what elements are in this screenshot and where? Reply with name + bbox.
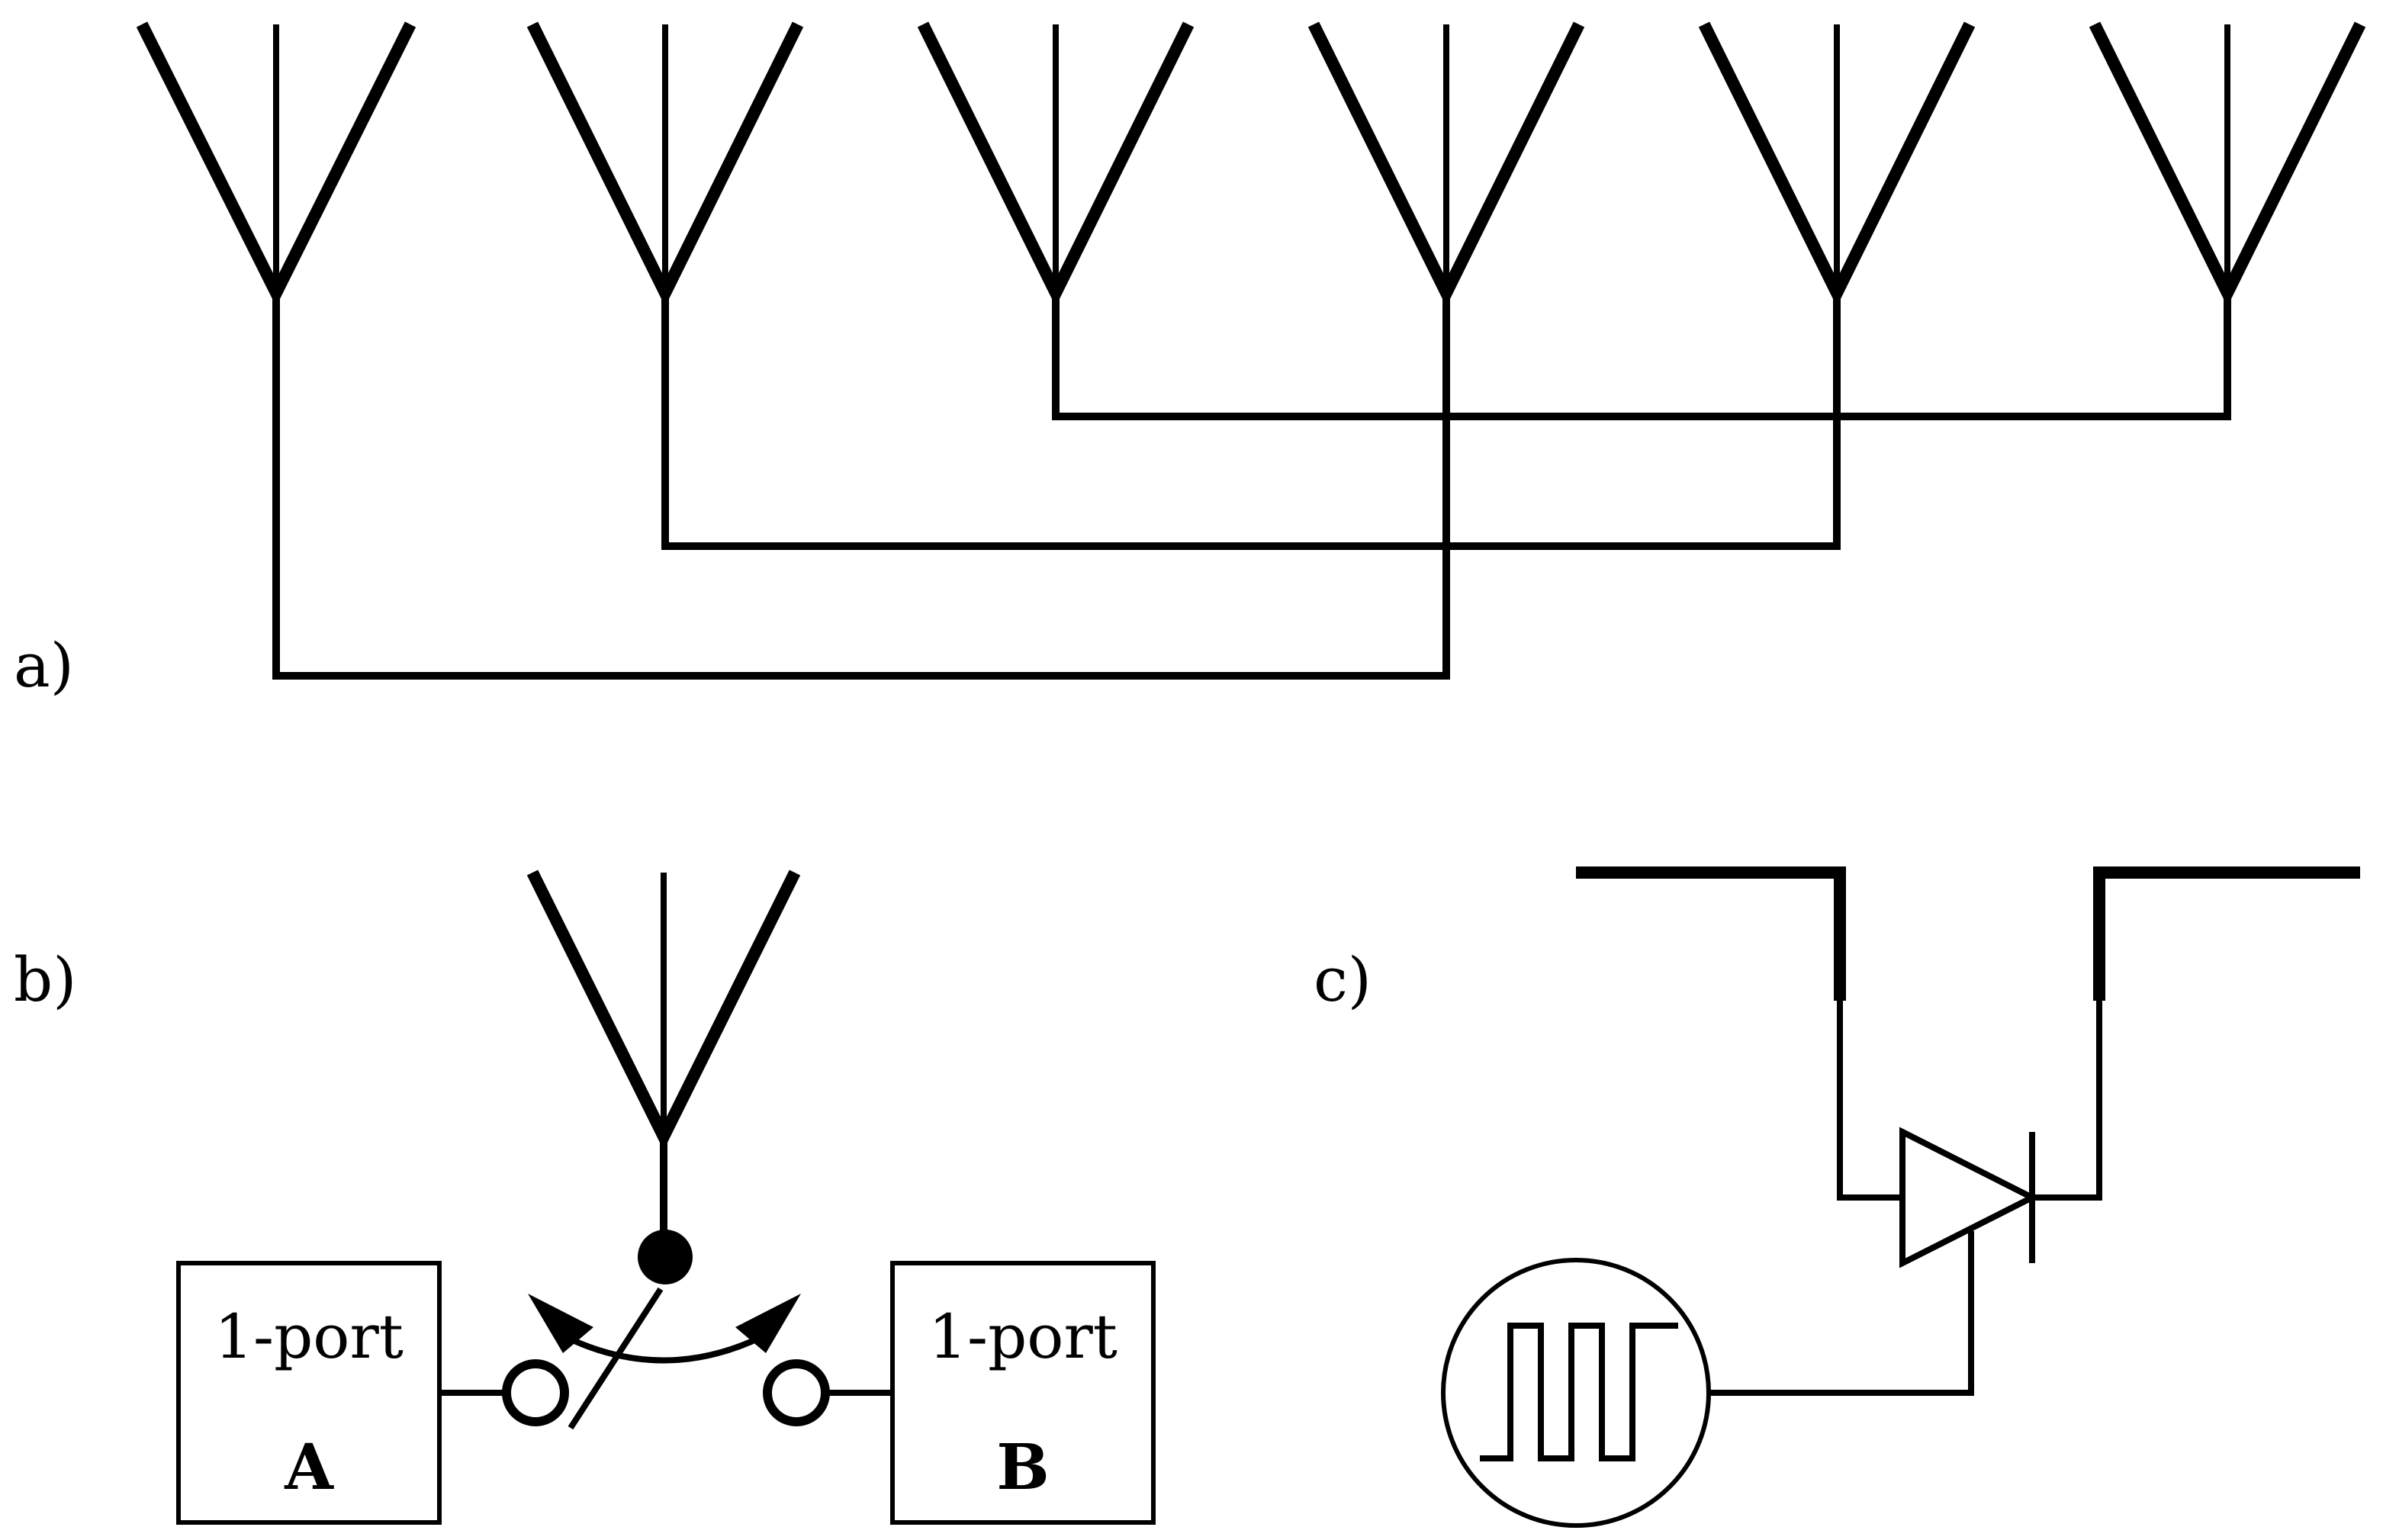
one-port-box-a: 1-port A	[176, 1261, 442, 1525]
panel-a-label: a)	[14, 630, 74, 701]
antenna-2-icon	[526, 21, 804, 307]
antenna-1-icon	[136, 21, 416, 307]
panel-c-label: c)	[1314, 944, 1372, 1015]
panel-c: c)	[1314, 866, 2360, 1528]
contact-right	[763, 1359, 830, 1426]
diode-icon	[1899, 1127, 2039, 1268]
switch-arrow-right-icon	[735, 1294, 801, 1353]
diode-right-wire	[2032, 1001, 2102, 1201]
panel-a: a)	[14, 21, 2366, 701]
switch-arrow-left-icon	[528, 1294, 593, 1353]
antenna-6-icon	[2089, 21, 2366, 307]
antenna-b-icon	[526, 870, 801, 1150]
switch-pivot-dot	[638, 1230, 693, 1284]
box-b-title: 1-port	[928, 1301, 1118, 1372]
feed-line-inner	[1052, 289, 2231, 420]
bias-wire	[1709, 1231, 1974, 1396]
dipole-left-arm	[1576, 866, 1846, 1001]
box-b-letter: B	[996, 1431, 1049, 1504]
one-port-box-b: 1-port B	[890, 1261, 1156, 1525]
box-a-title: 1-port	[214, 1301, 404, 1372]
dipole-right-arm	[2093, 866, 2360, 1001]
diode-left-wire	[1837, 1001, 1902, 1201]
box-a-letter: A	[284, 1431, 334, 1504]
pulse-generator-icon	[1441, 1258, 1711, 1528]
panel-b-label: b)	[14, 944, 76, 1015]
antenna-4-icon	[1307, 21, 1585, 307]
antenna-3-icon	[917, 21, 1195, 307]
feed-line-outer	[272, 289, 1450, 680]
antenna-5-icon	[1698, 21, 1976, 307]
panel-b: b) 1-port A 1-port B	[14, 870, 1156, 1525]
contact-left	[502, 1359, 569, 1426]
switch-arc-arrow	[563, 1333, 764, 1364]
switch-arm	[568, 1287, 664, 1430]
